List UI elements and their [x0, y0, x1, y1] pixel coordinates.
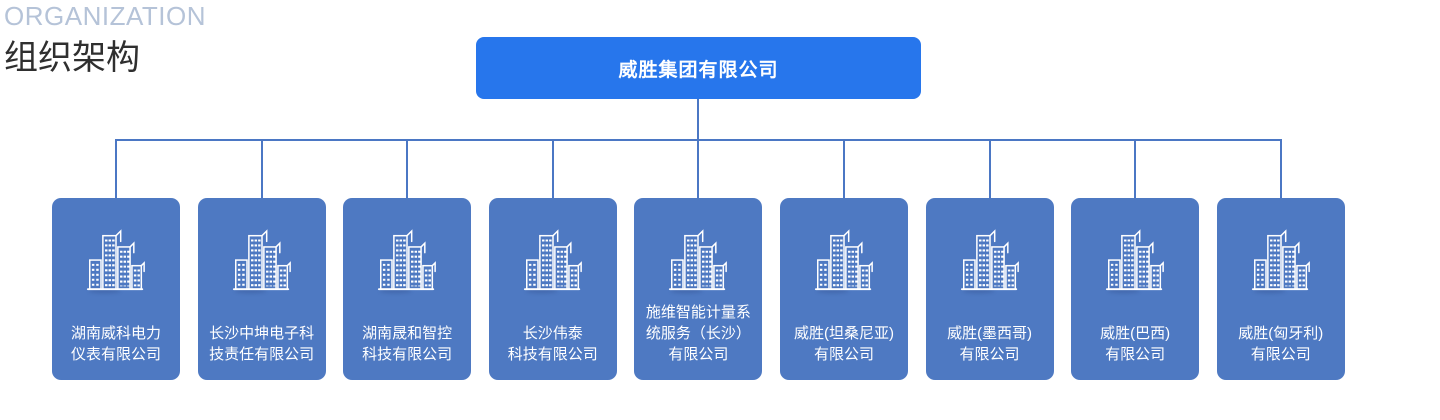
subsidiary-name: 威胜(坦桑尼亚) 有限公司 [793, 325, 894, 363]
subsidiary-card: 威胜(巴西) 有限公司 [1071, 139, 1200, 380]
subsidiary-name: 湖南晟和智控 科技有限公司 [362, 325, 453, 363]
subsidiary-name: 施维智能计量系 统服务（长沙） 有限公司 [645, 304, 751, 363]
subsidiary-name: 威胜(墨西哥) 有限公司 [947, 325, 1033, 363]
subsidiary-name: 长沙伟泰 科技有限公司 [507, 325, 598, 363]
building-icon [86, 224, 146, 298]
page-title: 组织架构 [4, 39, 140, 77]
subsidiary-name: 湖南威科电力 仪表有限公司 [70, 325, 161, 363]
subsidiary-card: 威胜(坦桑尼亚) 有限公司 [779, 139, 908, 380]
section-eyebrow: ORGANIZATION [4, 1, 206, 31]
subsidiary-row: 湖南威科电力 仪表有限公司 长沙中坤电子科 技责任有限公司 湖南晟和智控 科技有… [52, 139, 1345, 380]
building-icon [523, 224, 583, 298]
subsidiary-card: 湖南晟和智控 科技有限公司 [343, 139, 472, 380]
subsidiary-card: 威胜(匈牙利) 有限公司 [1216, 139, 1345, 380]
subsidiary-name: 长沙中坤电子科 技责任有限公司 [209, 325, 315, 363]
building-icon [1105, 224, 1165, 298]
subsidiary-name: 威胜(巴西) 有限公司 [1100, 325, 1171, 363]
root-company-label: 威胜集团有限公司 [618, 59, 779, 81]
subsidiary-card: 威胜(墨西哥) 有限公司 [925, 139, 1054, 380]
subsidiary-card: 长沙伟泰 科技有限公司 [488, 139, 617, 380]
building-icon [232, 224, 292, 298]
root-company-node: 威胜集团有限公司 [476, 37, 921, 99]
connector-root-stem [697, 99, 699, 139]
subsidiary-card: 施维智能计量系 统服务（长沙） 有限公司 [634, 139, 763, 380]
building-icon [1251, 224, 1311, 298]
subsidiary-card: 长沙中坤电子科 技责任有限公司 [197, 139, 326, 380]
building-icon [377, 224, 437, 298]
building-icon [814, 224, 874, 298]
subsidiary-name: 威胜(匈牙利) 有限公司 [1238, 325, 1324, 363]
subsidiary-card: 湖南威科电力 仪表有限公司 [52, 139, 180, 380]
building-icon [668, 224, 728, 298]
building-icon [960, 224, 1020, 298]
